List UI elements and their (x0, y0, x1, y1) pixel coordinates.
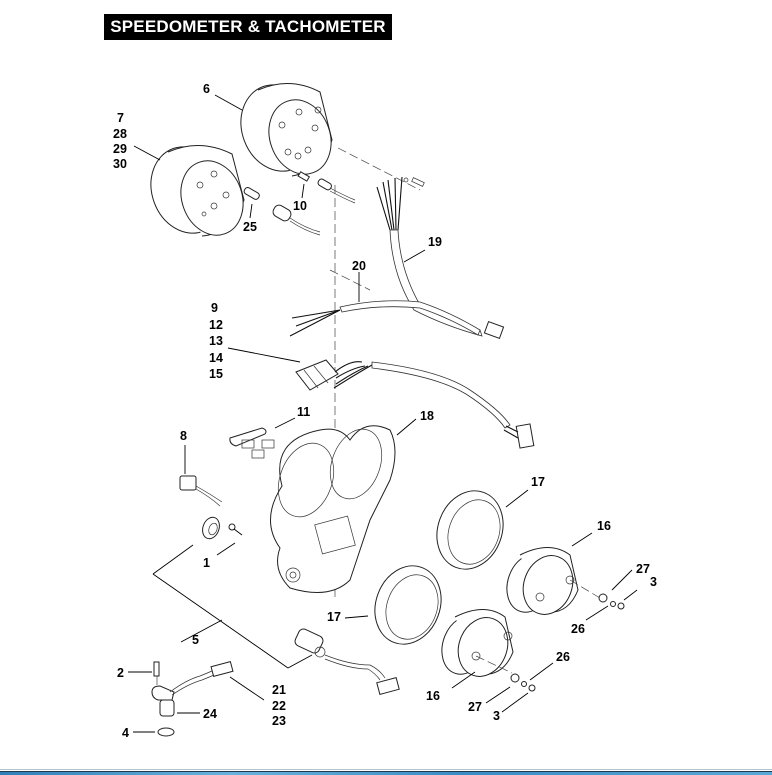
gauge-cup-lower-part (441, 609, 514, 677)
indicator-lamp-part (179, 475, 223, 507)
callout-13: 13 (209, 334, 223, 348)
assembly-line (337, 147, 421, 191)
gauge-housing-part (270, 425, 396, 593)
screw-part (228, 523, 243, 536)
connector-part (295, 359, 535, 449)
leader-lines (128, 94, 638, 733)
callout-4: 4 (122, 726, 129, 740)
speed-sensor-part (151, 660, 234, 737)
speedometer-part (150, 144, 245, 237)
callout-12: 12 (209, 318, 223, 332)
footer-divider (0, 769, 772, 770)
callout-24: 24 (203, 707, 217, 721)
callout-9: 9 (211, 301, 218, 315)
callout-23: 23 (272, 714, 286, 728)
callout-26-lower: 26 (556, 650, 570, 664)
callout-3-lower: 3 (493, 709, 500, 723)
tachometer-part (240, 82, 333, 177)
tachometer-harness-part (376, 176, 505, 340)
callout-20: 20 (352, 259, 366, 273)
footer-divider-dark (0, 771, 772, 772)
footer-accent-bar (0, 772, 772, 775)
callout-14: 14 (209, 351, 223, 365)
speedometer-harness-part (289, 300, 481, 337)
callout-8: 8 (180, 429, 187, 443)
callout-3-upper: 3 (650, 575, 657, 589)
callout-27-lower: 27 (468, 700, 482, 714)
callout-17-lower: 17 (327, 610, 341, 624)
callout-22: 22 (272, 699, 286, 713)
kit-bracket (152, 544, 313, 669)
callout-2: 2 (117, 666, 124, 680)
callout-1: 1 (203, 556, 210, 570)
callout-16-upper: 16 (597, 519, 611, 533)
sensor-plug-part (294, 628, 400, 695)
trim-ring-upper-part (436, 490, 504, 570)
callout-17-upper: 17 (531, 475, 545, 489)
callout-27-upper: 27 (636, 562, 650, 576)
callout-15: 15 (209, 367, 223, 381)
callout-26-upper: 26 (571, 622, 585, 636)
indicator-bulb-part (297, 171, 356, 204)
callout-5: 5 (192, 633, 199, 647)
lamp-holder-part (229, 427, 275, 459)
callout-18: 18 (420, 409, 434, 423)
callout-25: 25 (243, 220, 257, 234)
page-title: SPEEDOMETER & TACHOMETER (104, 14, 392, 40)
callout-10: 10 (293, 199, 307, 213)
seal-part (202, 516, 220, 540)
bulb-socket-part (243, 187, 321, 236)
callout-29: 29 (113, 142, 127, 156)
washer-nut-upper (569, 579, 625, 610)
trim-ring-lower-part (374, 565, 442, 645)
callout-16-lower: 16 (426, 689, 440, 703)
callout-19: 19 (428, 235, 442, 249)
assembly-line (329, 269, 371, 291)
callout-28: 28 (113, 127, 127, 141)
gauge-cup-upper-part (506, 547, 579, 615)
callout-30: 30 (113, 157, 127, 171)
callout-7: 7 (117, 111, 124, 125)
callout-11: 11 (297, 405, 310, 419)
washer-nut-lower (475, 655, 536, 692)
callout-21: 21 (272, 683, 286, 697)
callout-6: 6 (203, 82, 210, 96)
